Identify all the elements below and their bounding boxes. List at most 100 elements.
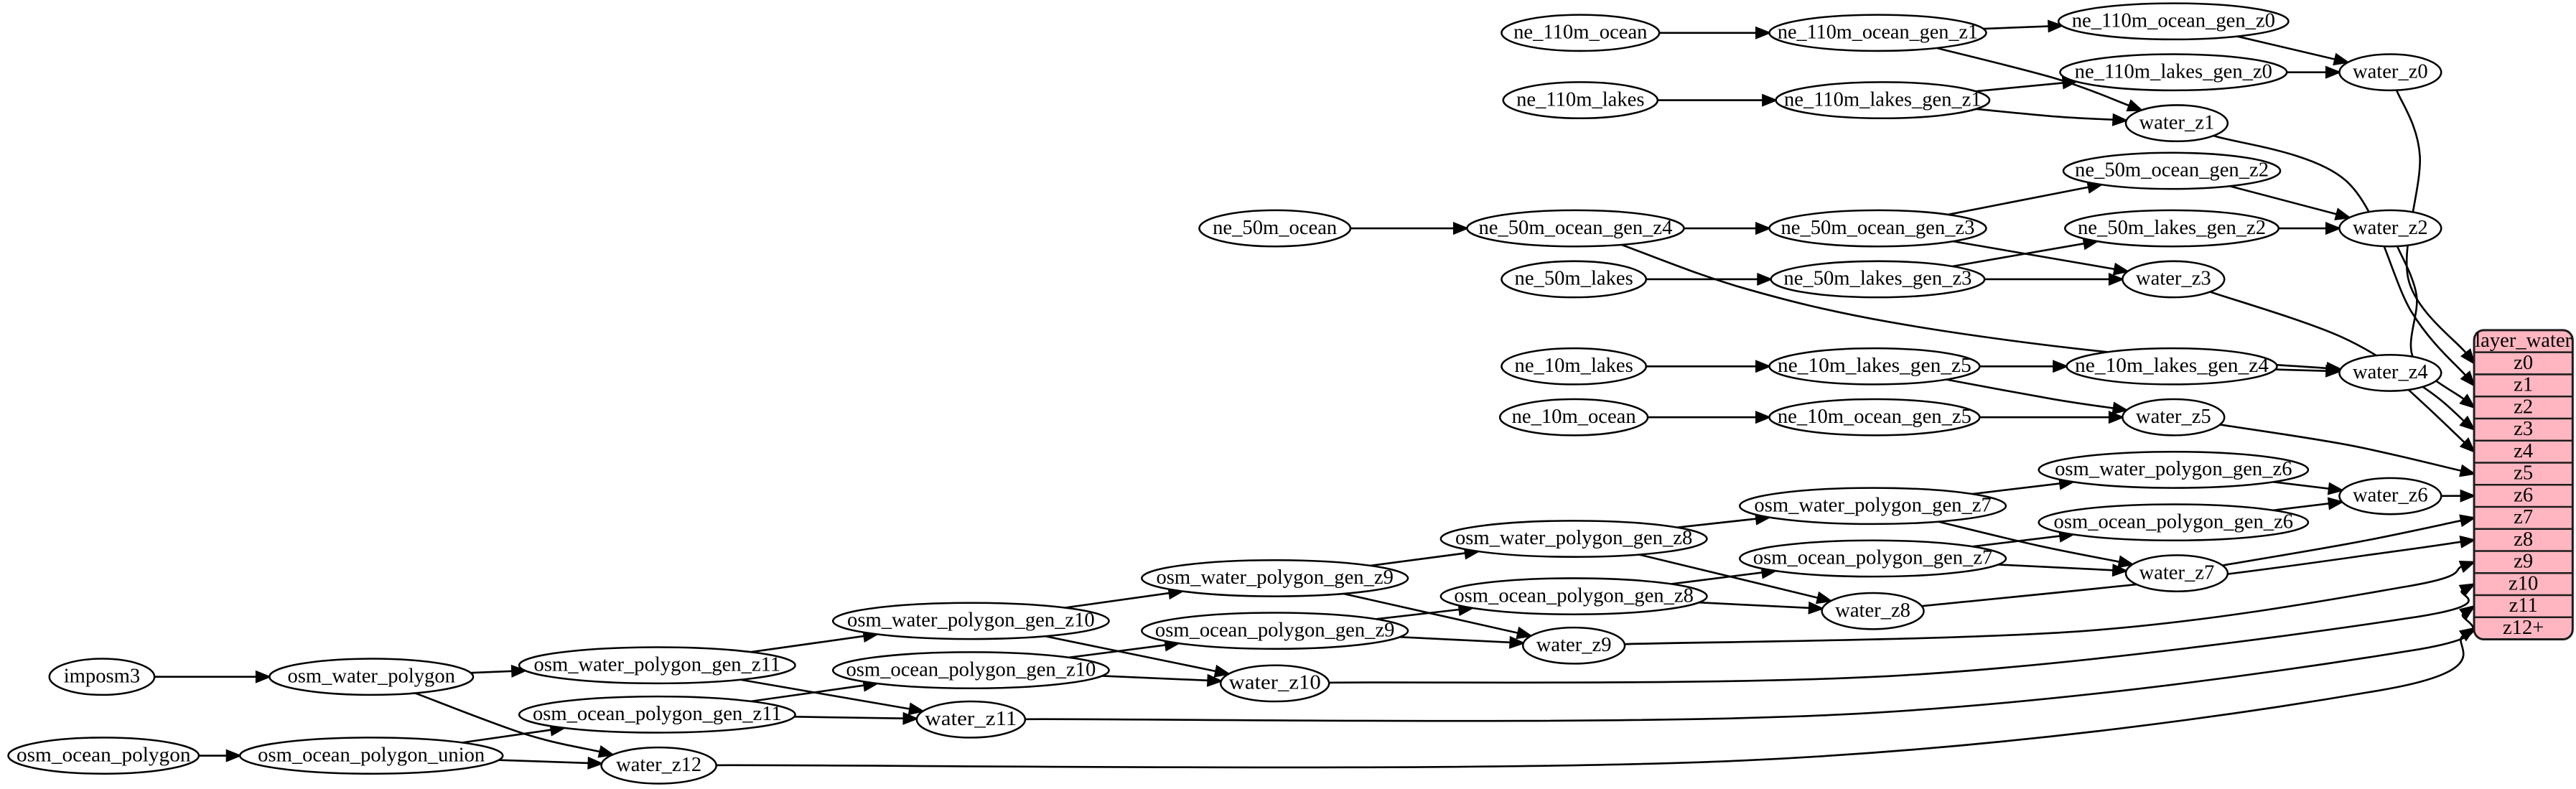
edge-ne_10m_lakes_gen_z5-to-ne_10m_lakes_gen_z4 <box>1979 360 2069 373</box>
node-ellipse <box>1768 398 1981 436</box>
node-label: osm_ocean_polygon_gen_z8 <box>1454 584 1694 607</box>
record-row-z4: z4 <box>2514 440 2533 462</box>
node-ellipse <box>1821 592 1925 630</box>
record-title: layer_water <box>2475 330 2572 352</box>
node-ellipse <box>2338 353 2442 392</box>
edge-ne_110m_lakes_gen_z0-to-water_z0 <box>2287 65 2342 79</box>
node-label: water_z6 <box>2353 485 2428 507</box>
edge-ne_50m_lakes_gen_z2-to-water_z2 <box>2278 222 2342 235</box>
arrowhead-icon <box>1755 360 1772 373</box>
node-label: osm_water_polygon_gen_z7 <box>1754 494 1991 516</box>
arrowhead-icon <box>510 664 528 678</box>
record-row-z9: z9 <box>2514 551 2533 573</box>
node-ellipse <box>2338 209 2442 248</box>
node-osm_water_polygon_gen_z9: osm_water_polygon_gen_z9 <box>1141 559 1409 597</box>
node-ellipse <box>48 658 156 696</box>
edge-line <box>1997 564 2114 571</box>
node-water_z9: water_z9 <box>1521 626 1626 665</box>
node-ellipse <box>831 602 1110 640</box>
edge-water_z11-to-layer_water-z11 <box>1025 604 2476 722</box>
edge-ne_50m_ocean-to-ne_50m_ocean_gen_z4 <box>1350 222 1470 235</box>
arrowhead-icon <box>255 670 272 683</box>
node-ellipse <box>1141 559 1409 597</box>
node-label: osm_ocean_polygon_union <box>258 744 485 766</box>
edge-ne_110m_ocean-to-ne_110m_ocean_gen_z1 <box>1659 26 1772 39</box>
record-row-z7: z7 <box>2514 506 2533 528</box>
node-ne_50m_lakes_gen_z2: ne_50m_lakes_gen_z2 <box>2064 209 2280 248</box>
node-ne_50m_ocean: ne_50m_ocean <box>1198 209 1352 248</box>
arrowhead-icon <box>2327 497 2345 510</box>
record-row-label: z12+ <box>2503 617 2544 639</box>
edge-line <box>1952 242 2085 268</box>
edge-line <box>1936 47 2130 107</box>
edge-ne_50m_lakes-to-ne_50m_lakes_gen_z3 <box>1646 272 1773 286</box>
node-water_z4: water_z4 <box>2338 353 2442 392</box>
edge-ne_10m_lakes_gen_z5-to-water_z5 <box>1946 378 2129 415</box>
record-row-label: z1 <box>2514 374 2533 396</box>
arrowhead-icon <box>2111 564 2129 577</box>
arrowhead-icon <box>2325 222 2342 235</box>
node-ne_10m_lakes_gen_z4: ne_10m_lakes_gen_z4 <box>2066 347 2278 386</box>
node-label: water_z4 <box>2353 361 2428 383</box>
node-water_z0: water_z0 <box>2338 53 2442 92</box>
arrowhead-icon <box>2459 464 2477 477</box>
record-row-label: z7 <box>2514 506 2533 528</box>
edge-osm_water_polygon_gen_z6-to-water_z6 <box>2273 480 2345 495</box>
node-ellipse <box>2338 477 2442 515</box>
edge-ne_110m_lakes-to-ne_110m_lakes_gen_z1 <box>1657 93 1778 107</box>
edge-osm_water_polygon_gen_z10-to-osm_water_polygon_gen_z9 <box>1065 587 1185 609</box>
arrowhead-icon <box>225 749 243 762</box>
record-row-z2: z2 <box>2514 396 2533 418</box>
edge-line <box>1948 186 2089 216</box>
node-label: ne_50m_ocean_gen_z2 <box>2075 159 2269 182</box>
node-label: osm_water_polygon_gen_z10 <box>847 610 1095 632</box>
node-label: water_z0 <box>2353 60 2428 83</box>
arrowhead-icon <box>2460 348 2475 365</box>
node-label: osm_ocean_polygon_gen_z11 <box>533 703 782 725</box>
node-ellipse <box>1768 14 1987 52</box>
node-ellipse <box>915 700 1027 739</box>
edge-water_z4-to-layer_water-z4 <box>2407 388 2476 454</box>
arrowhead-icon <box>1516 626 1534 640</box>
arrowhead-icon <box>1762 93 1778 107</box>
edge-line <box>1025 612 2475 722</box>
edge-osm_water_polygon_gen_z7-to-water_z7 <box>1938 520 2135 569</box>
record-row-z12+: z12+ <box>2503 617 2544 639</box>
arrowhead-icon <box>1808 601 1825 615</box>
node-label: ne_10m_lakes_gen_z4 <box>2075 355 2269 377</box>
edge-line <box>1972 482 2061 495</box>
node-label: ne_50m_lakes_gen_z3 <box>1783 268 1971 290</box>
node-label: water_z8 <box>1835 599 1910 622</box>
edge-line <box>2407 388 2465 444</box>
edge-water_z10-to-layer_water-z10 <box>1329 583 2476 684</box>
node-osm_water_polygon_gen_z6: osm_water_polygon_gen_z6 <box>2038 450 2310 489</box>
edge-line <box>750 684 864 703</box>
record-row-z0: z0 <box>2514 352 2533 374</box>
node-label: water_z5 <box>2136 406 2211 428</box>
node-label: osm_ocean_polygon_gen_z7 <box>1753 547 1993 569</box>
node-label: water_z12 <box>616 754 701 776</box>
arrowhead-icon <box>1757 272 1773 286</box>
node-label: osm_water_polygon_gen_z6 <box>2055 458 2292 480</box>
arrowhead-icon <box>587 756 605 770</box>
edge-ne_50m_ocean_gen_z2-to-water_z2 <box>2229 185 2352 220</box>
node-label: water_z11 <box>925 708 1017 730</box>
edge-water_z12-to-layer_water-z12+ <box>716 627 2476 769</box>
arrowhead-icon <box>2459 393 2476 409</box>
edge-line <box>498 759 589 765</box>
arrowhead-icon <box>1755 411 1772 424</box>
node-water_z10: water_z10 <box>1219 664 1330 703</box>
node-ellipse <box>2062 151 2282 190</box>
arrowhead-icon <box>1452 222 1470 235</box>
node-ellipse <box>269 658 475 696</box>
node-ellipse <box>2038 450 2310 489</box>
record-row-label: z2 <box>2514 396 2533 418</box>
edge-line <box>1068 644 1166 659</box>
arrowhead-icon <box>2333 52 2351 66</box>
record-row-z5: z5 <box>2514 462 2533 485</box>
node-ellipse <box>1498 398 1649 436</box>
node-water_z2: water_z2 <box>2338 209 2442 248</box>
arrowhead-icon <box>1815 591 1833 604</box>
node-label: ne_10m_ocean <box>1512 406 1636 428</box>
edge-osm_ocean_polygon_gen_z8-to-water_z8 <box>1699 601 1825 615</box>
